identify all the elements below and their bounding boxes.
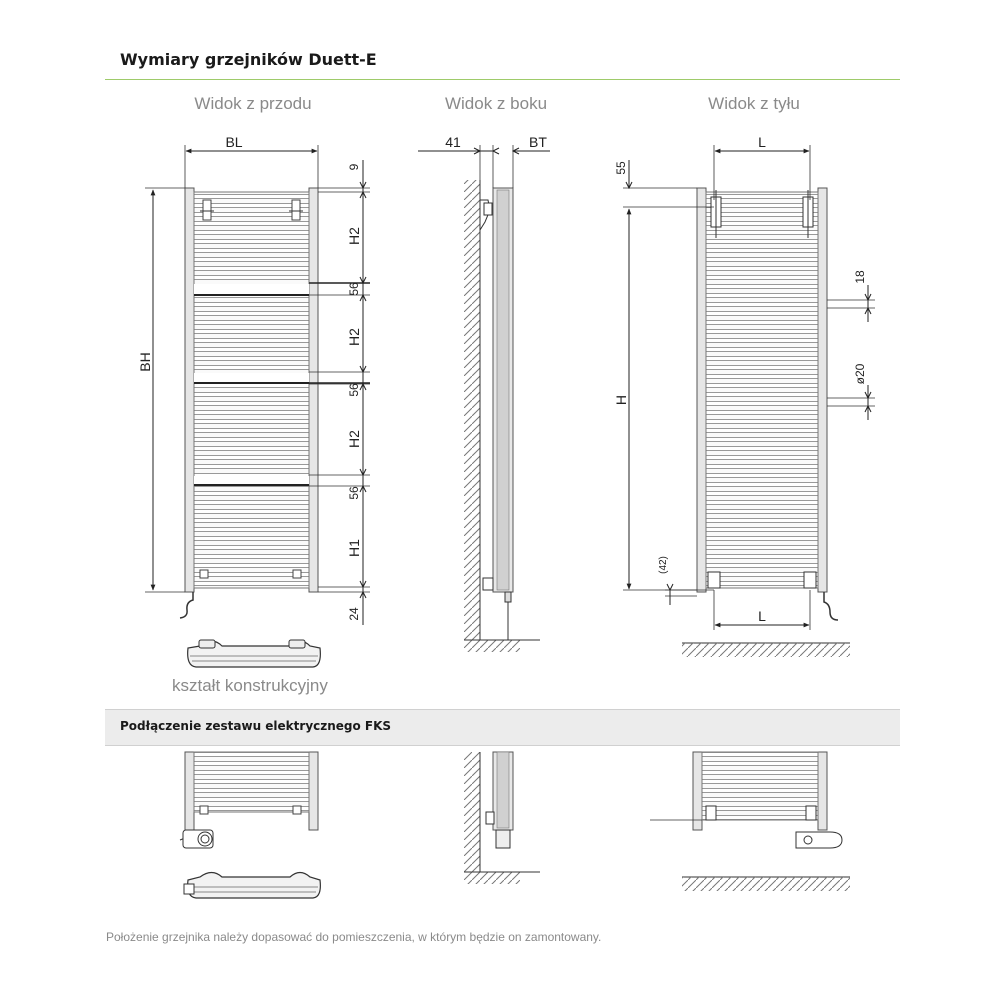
dim-20-label: ø20 (853, 363, 867, 384)
fks-back-drawing (650, 751, 850, 891)
fks-side-drawing (464, 751, 540, 884)
dim-18-label: 18 (853, 270, 867, 284)
dim-41-label: 41 (445, 134, 461, 150)
dim-56-label-2: 56 (347, 383, 361, 397)
dim-h2-label-3: H2 (346, 430, 362, 448)
fks-front-drawing (179, 751, 319, 849)
construction-shape-drawing (187, 639, 321, 668)
footnote: Położenie grzejnika należy dopasować do … (106, 930, 602, 944)
title-divider (105, 79, 900, 80)
dim-h2-label-2: H2 (346, 328, 362, 346)
dim-55-label: 55 (614, 161, 628, 175)
dim-h2-label-1: H2 (346, 227, 362, 245)
dim-h1-label: H1 (346, 539, 362, 557)
dim-bt-label: BT (529, 134, 547, 150)
dim-bl-label: BL (225, 134, 242, 150)
side-view-drawing: 41 BT (418, 134, 550, 652)
dim-l-label-bottom: L (758, 608, 766, 624)
dim-56-label-1: 56 (347, 282, 361, 296)
fks-section-header: Podłączenie zestawu elektrycznego FKS (105, 709, 900, 746)
side-view-label: Widok z boku (444, 94, 548, 113)
dim-9-label: 9 (347, 163, 361, 170)
dim-56-label-3: 56 (347, 486, 361, 500)
dim-bh-label: BH (137, 352, 153, 371)
dim-24-label: 24 (347, 607, 361, 621)
back-view-label: Widok z tyłu (708, 94, 800, 113)
front-view-drawing: BL BH 9 H2 56 H2 56 H2 56 H1 24 (137, 134, 370, 625)
dim-h-label: H (613, 395, 629, 405)
page-title: Wymiary grzejników Duett-E (120, 50, 377, 69)
dim-42-label: (42) (658, 556, 669, 574)
back-view-drawing: L L 55 H (42) 18 ø20 (613, 134, 875, 657)
fks-section-title: Podłączenie zestawu elektrycznego FKS (120, 719, 392, 733)
front-view-label: Widok z przodu (194, 94, 312, 113)
construction-shape-caption: kształt konstrukcyjny (172, 676, 328, 695)
fks-shape-drawing (183, 871, 321, 899)
dim-l-label-top: L (758, 134, 766, 150)
